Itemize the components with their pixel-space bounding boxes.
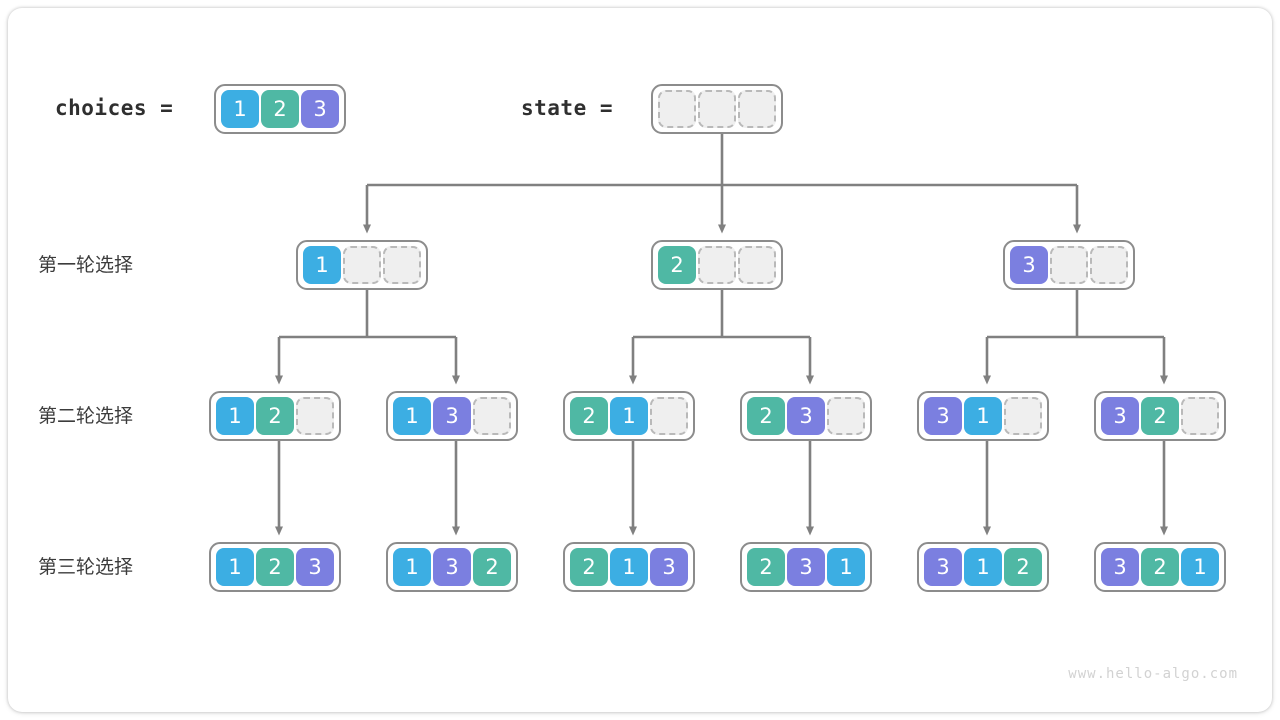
node-r1-n2: 2 [651,240,783,290]
r1n1-cell-0: 1 [303,246,341,284]
r3n6-cell-0: 3 [1101,548,1139,586]
state-cell-2 [738,90,776,128]
state-array [651,84,783,134]
r2n3-cell-1: 1 [610,397,648,435]
r1n2-cell-1 [698,246,736,284]
row-label-3: 第三轮选择 [38,556,134,578]
r2n6-cell-2 [1181,397,1219,435]
r2n1-cell-1: 2 [256,397,294,435]
r3n3-cell-0: 2 [570,548,608,586]
r3n5-cell-0: 3 [924,548,962,586]
choices-cell-1: 2 [261,90,299,128]
r1n3-cell-0: 3 [1010,246,1048,284]
choices-cell-0: 1 [221,90,259,128]
card-frame [8,8,1272,712]
r3n2-cell-1: 3 [433,548,471,586]
r3n6-cell-2: 1 [1181,548,1219,586]
r2n1-cell-0: 1 [216,397,254,435]
watermark: www.hello-algo.com [1068,666,1238,682]
r2n3-cell-0: 2 [570,397,608,435]
r3n1-cell-1: 2 [256,548,294,586]
choices-cell-2: 3 [301,90,339,128]
r1n3-cell-2 [1090,246,1128,284]
r2n5-cell-2 [1004,397,1042,435]
r3n3-cell-2: 3 [650,548,688,586]
r3n4-cell-0: 2 [747,548,785,586]
r2n6-cell-1: 2 [1141,397,1179,435]
r1n1-cell-1 [343,246,381,284]
r2n4-cell-1: 3 [787,397,825,435]
r2n1-cell-2 [296,397,334,435]
r3n4-cell-1: 3 [787,548,825,586]
choices-label: choices = [55,96,174,120]
row-label-1: 第一轮选择 [38,254,134,276]
state-cell-1 [698,90,736,128]
r2n2-cell-0: 1 [393,397,431,435]
r2n5-cell-0: 3 [924,397,962,435]
r3n1-cell-2: 3 [296,548,334,586]
row-label-2: 第二轮选择 [38,405,134,427]
r2n4-cell-0: 2 [747,397,785,435]
r2n5-cell-1: 1 [964,397,1002,435]
r3n5-cell-1: 1 [964,548,1002,586]
r3n5-cell-2: 2 [1004,548,1042,586]
r3n3-cell-1: 1 [610,548,648,586]
r3n2-cell-2: 2 [473,548,511,586]
state-cell-0 [658,90,696,128]
r2n4-cell-2 [827,397,865,435]
r3n6-cell-1: 2 [1141,548,1179,586]
node-r1-n1: 1 [296,240,428,290]
r2n6-cell-0: 3 [1101,397,1139,435]
r3n1-cell-0: 1 [216,548,254,586]
r2n2-cell-1: 3 [433,397,471,435]
r1n2-cell-0: 2 [658,246,696,284]
r3n2-cell-0: 1 [393,548,431,586]
r1n3-cell-1 [1050,246,1088,284]
node-r1-n3: 3 [1003,240,1135,290]
r2n3-cell-2 [650,397,688,435]
r1n1-cell-2 [383,246,421,284]
r1n2-cell-2 [738,246,776,284]
state-label: state = [521,96,614,120]
r2n2-cell-2 [473,397,511,435]
r3n4-cell-2: 1 [827,548,865,586]
